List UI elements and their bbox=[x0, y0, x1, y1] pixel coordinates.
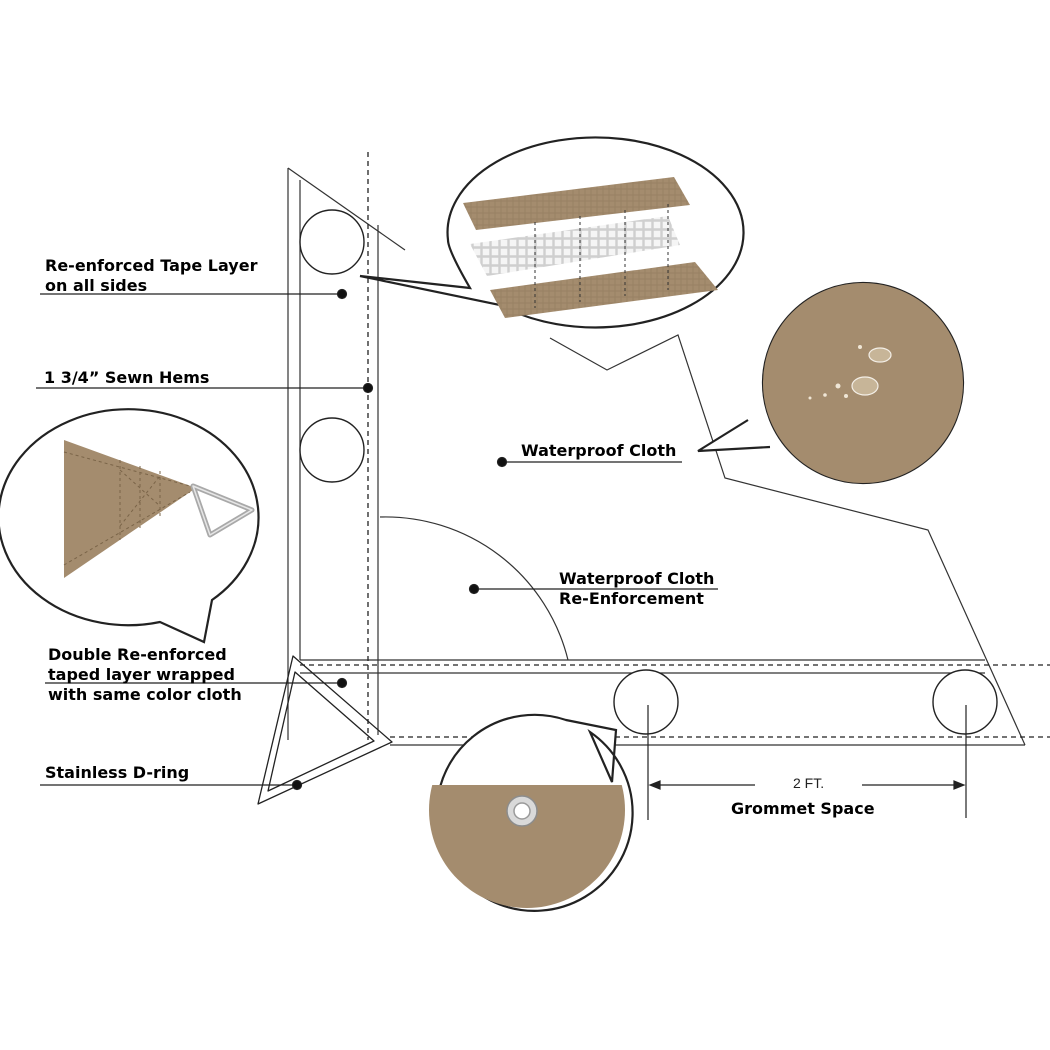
grommet-distance-label: 2 FT. bbox=[793, 775, 825, 791]
double-reinforced-label: Double Re-enforced taped layer wrapped w… bbox=[48, 645, 242, 704]
waterproof-cloth-label: Waterproof Cloth bbox=[521, 441, 677, 460]
layer-detail-bubble bbox=[359, 136, 745, 329]
grommet-hole bbox=[299, 417, 365, 483]
grommet-holes bbox=[299, 209, 998, 735]
callout-bullet bbox=[336, 288, 348, 300]
grommet-hole bbox=[613, 669, 679, 735]
reinforcement-label: Waterproof Cloth Re-Enforcement bbox=[559, 569, 715, 608]
grommet-hole bbox=[932, 669, 998, 735]
grommet-dimension bbox=[647, 705, 967, 820]
tape-layer-label: Re-enforced Tape Layer on all sides bbox=[45, 256, 258, 295]
d-ring-icon bbox=[190, 483, 255, 538]
callout-bullet bbox=[496, 456, 508, 468]
callout-bullet bbox=[362, 382, 374, 394]
grommet-space-label: Grommet Space bbox=[731, 799, 875, 818]
grommet-icon bbox=[506, 795, 538, 827]
water-drop-icon bbox=[808, 345, 892, 400]
d-ring-icon bbox=[257, 655, 393, 805]
callout-bullet bbox=[291, 779, 303, 791]
waterproof-detail-bubble bbox=[697, 281, 965, 485]
mesh-layer-icon bbox=[463, 177, 718, 318]
callout-bullet bbox=[468, 583, 480, 595]
grommet-detail-bubble bbox=[429, 713, 634, 912]
sewn-hems-label: 1 3/4” Sewn Hems bbox=[44, 368, 210, 387]
d-ring-label: Stainless D-ring bbox=[45, 763, 190, 782]
leader-lines bbox=[36, 288, 718, 791]
callout-bullet bbox=[336, 677, 348, 689]
corner-detail-bubble bbox=[0, 408, 260, 644]
grommet-hole bbox=[299, 209, 365, 275]
